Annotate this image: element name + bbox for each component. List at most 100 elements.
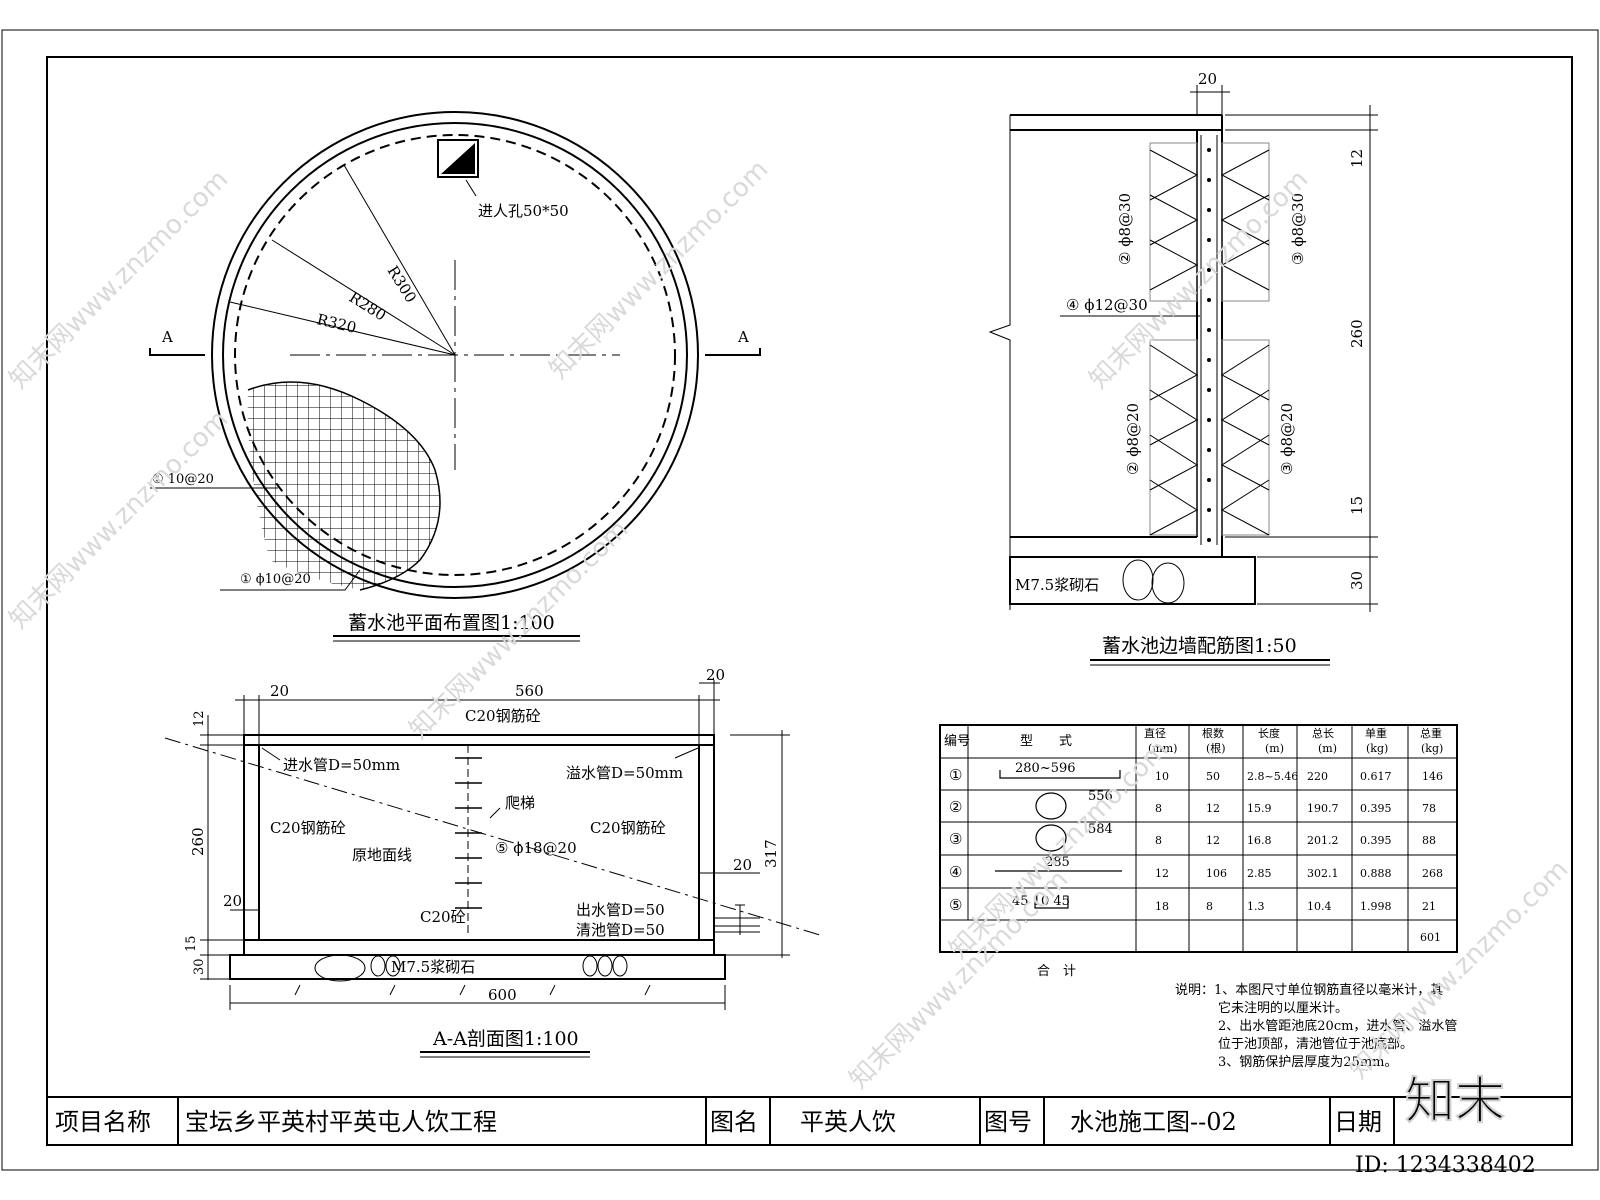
wall-dim-ticks (1225, 114, 1378, 605)
rebar-table: 编号 型 式 直径 (mm) 根数 (根) 长度 (m) 总长 (m) 单重 (… (939, 724, 1458, 979)
table-cell-no: ② (949, 798, 962, 816)
section-right-wall (698, 744, 715, 941)
table-cell-count: 12 (1206, 834, 1220, 847)
table-cell-shape: 584 (1088, 822, 1113, 837)
table-cell-weight: 88 (1422, 834, 1436, 847)
wall-detail: M7.5浆砌石 (988, 70, 1378, 666)
table-cell-len: 15.9 (1247, 802, 1272, 815)
table-cell-unit: 0.888 (1360, 867, 1392, 880)
table-cell-dia: 12 (1155, 867, 1169, 880)
plan-view: A A R300 R280 R320 进人孔50*50 ① 10@20 ① ϕ1… (149, 111, 761, 642)
table-header-total-unit: (m) (1318, 742, 1337, 755)
table-sum-value: 601 (1420, 931, 1441, 944)
table-cell-unit: 1.998 (1360, 900, 1392, 913)
table-header-dia-unit: (mm) (1148, 742, 1177, 755)
watermark-text-8: 知末网www.znzmo.com (1344, 854, 1575, 1085)
plan-rebar-circle (234, 134, 676, 576)
rebar-dots (1207, 148, 1211, 542)
table-cell-total: 201.2 (1307, 834, 1339, 847)
table-cell-shape: 280~596 (1015, 761, 1076, 776)
chevrons-upper (1149, 142, 1270, 302)
rebar-mesh-edge (247, 381, 441, 591)
watermark-text-4: 知末网www.znzmo.com (4, 404, 235, 635)
drawing-value: 平英人饮 (800, 1108, 896, 1136)
section-base-stones (314, 954, 628, 982)
number-value: 水池施工图--02 (1070, 1108, 1237, 1136)
ladder-rungs (455, 757, 482, 909)
ground-hatch (294, 984, 651, 996)
table-cell-len: 16.8 (1247, 834, 1272, 847)
rebar2-upper-label: ② ϕ8@30 (1116, 193, 1134, 265)
table-header-weight: 总重 (1420, 726, 1442, 740)
note-line-2: 它未注明的以厘米计。 (1218, 1000, 1348, 1016)
table-cell-len: 1.3 (1247, 900, 1265, 913)
table-cell-unit: 0.395 (1360, 834, 1392, 847)
table-cell-total: 10.4 (1307, 900, 1332, 913)
rebar2-lower-label: ② ϕ8@20 (1124, 403, 1142, 475)
table-header-total: 总长 (1312, 726, 1334, 740)
table-cell-no: ⑤ (949, 896, 962, 914)
note-line-4: 位于池顶部，清池管位于池底部。 (1218, 1036, 1413, 1052)
table-cell-weight: 268 (1422, 867, 1443, 880)
wall-dim-12: 12 (1348, 149, 1366, 168)
table-cell-total: 302.1 (1307, 867, 1339, 880)
table-cell-count: 106 (1206, 867, 1227, 880)
table-cell-dia: 18 (1155, 900, 1169, 913)
notes: 说明：1、本图尺寸单位钢筋直径以毫米计，其 它未注明的以厘米计。 2、出水管距池… (1175, 982, 1457, 1070)
outlet-label: 出水管D=50 (576, 901, 665, 919)
inlet-leader (261, 747, 281, 761)
ground-line-label: 原地面线 (352, 846, 412, 864)
table-cell-shape: 45 10 45 (1012, 894, 1070, 909)
section-dim-30: 30 (192, 958, 207, 975)
manhole-label: 进人孔50*50 (478, 202, 569, 220)
watermark-logo: 知末 (1405, 1072, 1505, 1130)
rebar1-top-label: ① 10@20 (152, 472, 214, 487)
radius-label-320: R320 (315, 310, 358, 337)
chevrons-lower (1149, 339, 1270, 536)
section-floor (243, 939, 715, 956)
floor-label: C20砼 (420, 908, 466, 926)
wall-title: 蓄水池边墙配筋图1:50 (1102, 635, 1297, 657)
note-line-3: 2、出水管距池底20cm，进水管、溢水管 (1218, 1018, 1457, 1034)
table-cell-dia: 8 (1155, 834, 1162, 847)
table-header-unit: 单重 (1365, 726, 1387, 740)
radius-line-300 (343, 164, 456, 356)
section-label-left: A (161, 328, 173, 346)
table-border (939, 724, 1458, 953)
original-ground-line (164, 737, 821, 936)
date-label: 日期 (1334, 1108, 1382, 1136)
wall-left-label: C20钢筋砼 (270, 819, 346, 837)
outlet-pipes (714, 904, 760, 935)
table-cell-no: ④ (949, 863, 962, 881)
table-header-count-unit: (根) (1206, 741, 1226, 755)
section-base-label: M7.5浆砌石 (391, 958, 475, 976)
table-cell-len: 2.85 (1247, 867, 1272, 880)
inlet-label: 进水管D=50mm (283, 756, 400, 774)
project-label: 项目名称 (55, 1108, 151, 1136)
section-dim-20-side: 20 (733, 856, 752, 874)
table-header-len-unit: (m) (1265, 742, 1284, 755)
section-title: A-A剖面图1:100 (432, 1028, 579, 1050)
section-view: M7.5浆砌石 爬梯 ⑤ ϕ18@20 C20钢筋砼 进水管D=50mm (164, 666, 821, 1058)
plan-title: 蓄水池平面布置图1:100 (348, 612, 555, 634)
title-block: 项目名称 宝坛乡平英村平英屯人饮工程 图名 平英人饮 图号 水池施工图--02 … (46, 1096, 1573, 1146)
table-cell-weight: 21 (1422, 900, 1436, 913)
section-dim-560: 560 (515, 682, 544, 700)
plan-outer-wall (211, 111, 699, 599)
rebar5-label: ⑤ ϕ18@20 (495, 839, 577, 857)
table-header-count: 根数 (1202, 726, 1224, 740)
table-cell-no: ③ (949, 830, 962, 848)
section-dim-20-right: 20 (706, 666, 725, 684)
stone-1 (1122, 559, 1154, 601)
section-top-slab-label: C20钢筋砼 (465, 707, 541, 725)
section-left-wall (243, 744, 260, 941)
section-dim-260: 260 (189, 827, 207, 856)
table-cell-len: 2.8~5.46 (1247, 770, 1298, 783)
section-marker-left (149, 348, 205, 356)
table-cell-total: 220 (1307, 770, 1328, 783)
table-cell-unit: 0.617 (1360, 770, 1392, 783)
table-cell-weight: 146 (1422, 770, 1443, 783)
plan-inner-wall (222, 122, 688, 588)
table-cell-shape: 556 (1088, 789, 1113, 804)
